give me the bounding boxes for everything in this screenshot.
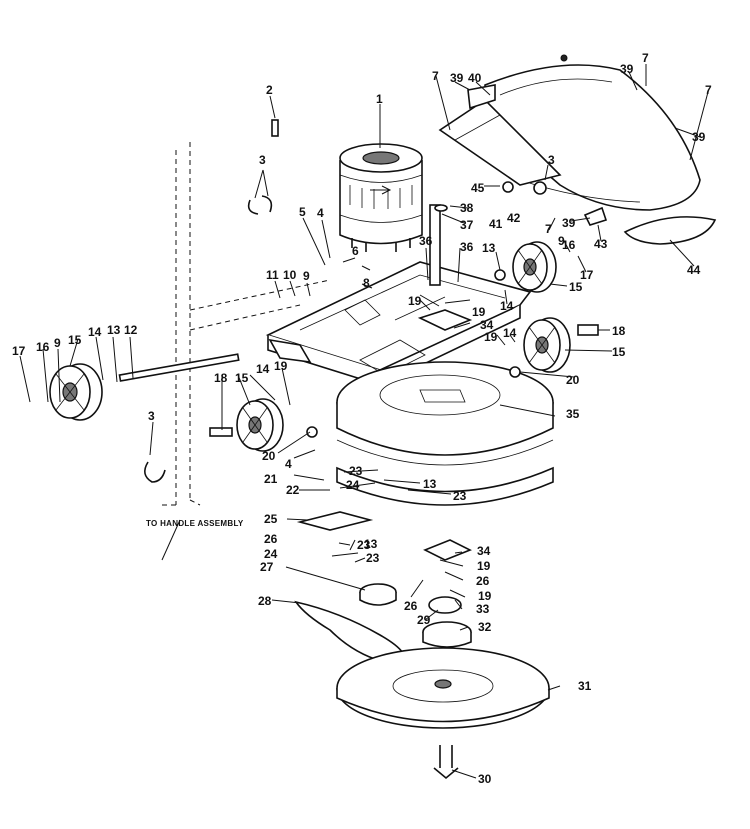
blade — [336, 647, 550, 729]
part-label-31: 31 — [578, 679, 592, 693]
part-label-2: 2 — [266, 83, 273, 97]
part-label-14: 14 — [88, 325, 102, 339]
part-label-28: 28 — [258, 594, 272, 608]
part-label-42: 42 — [507, 211, 521, 225]
part-label-30: 30 — [478, 772, 492, 786]
part-label-40: 40 — [468, 71, 482, 85]
part-label-4: 4 — [317, 206, 324, 220]
part-label-7: 7 — [545, 222, 552, 236]
part-label-33: 33 — [476, 602, 490, 616]
part-label-23: 23 — [453, 489, 467, 503]
part-label-16: 16 — [562, 238, 576, 252]
part-label-3: 3 — [259, 153, 266, 167]
part-label-39: 39 — [620, 62, 634, 76]
part-label-41: 41 — [489, 217, 503, 231]
part-label-15: 15 — [569, 280, 583, 294]
part-label-14: 14 — [500, 299, 514, 313]
part-label-7: 7 — [642, 51, 649, 65]
part-label-36: 36 — [419, 234, 433, 248]
part-label-32: 32 — [478, 620, 492, 634]
part-label-3: 3 — [148, 409, 155, 423]
part-label-16: 16 — [36, 340, 50, 354]
part-label-17: 17 — [12, 344, 26, 358]
part-label-20: 20 — [566, 373, 580, 387]
part-label-9: 9 — [558, 234, 565, 248]
part-label-9: 9 — [303, 269, 310, 283]
part-label-39: 39 — [450, 71, 464, 85]
part-label-11: 11 — [266, 268, 279, 282]
part-label-24: 24 — [346, 478, 360, 492]
wheel-left — [49, 353, 240, 421]
part-label-19: 19 — [472, 305, 486, 319]
part-label-14: 14 — [256, 362, 270, 376]
part-label-19: 19 — [477, 559, 491, 573]
part-label-23: 23 — [357, 538, 371, 552]
part-label-1: 1 — [376, 92, 383, 106]
part-label-14: 14 — [503, 326, 517, 340]
part-label-39: 39 — [692, 130, 706, 144]
part-label-34: 34 — [480, 318, 494, 332]
part-label-18: 18 — [612, 324, 626, 338]
part-label-5: 5 — [299, 205, 306, 219]
part-label-29: 29 — [417, 613, 431, 627]
wheel-right-lower — [523, 317, 571, 373]
part-label-13: 13 — [107, 323, 121, 337]
seal-strip — [623, 216, 717, 245]
hardware — [144, 119, 608, 483]
part-label-4: 4 — [285, 457, 292, 471]
part-label-19: 19 — [274, 359, 288, 373]
handle-frame — [160, 142, 331, 561]
part-label-37: 37 — [460, 218, 474, 232]
part-label-13: 13 — [364, 537, 378, 551]
part-label-44: 44 — [687, 263, 701, 277]
part-label-12: 12 — [124, 323, 138, 337]
wheel-right-upper — [512, 241, 557, 293]
part-label-21: 21 — [264, 472, 278, 486]
cover-housing — [438, 54, 701, 211]
part-label-9: 9 — [54, 336, 61, 350]
part-label-19: 19 — [484, 330, 498, 344]
part-label-8: 8 — [363, 276, 370, 290]
part-label-24: 24 — [264, 547, 278, 561]
deck — [336, 361, 554, 506]
part-label-15: 15 — [68, 333, 82, 347]
part-label-36: 36 — [460, 240, 474, 254]
part-label-45: 45 — [471, 181, 485, 195]
part-label-43: 43 — [594, 237, 608, 251]
part-label-6: 6 — [352, 244, 359, 258]
part-label-23: 23 — [349, 464, 363, 478]
handle-assembly-note: TO HANDLE ASSEMBLY — [146, 519, 244, 528]
part-label-34: 34 — [477, 544, 491, 558]
part-label-15: 15 — [235, 371, 249, 385]
part-label-7: 7 — [432, 69, 439, 83]
part-label-26: 26 — [476, 574, 490, 588]
part-label-38: 38 — [460, 201, 474, 215]
part-label-10: 10 — [283, 268, 297, 282]
part-label-22: 22 — [286, 483, 300, 497]
part-labels: 1 2 3 3 3 4 4 5 6 7 7 7 7 8 9 9 9 10 11 … — [12, 51, 712, 786]
part-label-26: 26 — [404, 599, 418, 613]
part-label-20: 20 — [262, 449, 276, 463]
part-label-27: 27 — [260, 560, 274, 574]
motor — [339, 143, 423, 252]
part-label-17: 17 — [580, 268, 594, 282]
part-label-39: 39 — [562, 216, 576, 230]
part-label-19: 19 — [478, 589, 492, 603]
part-label-26: 26 — [264, 532, 278, 546]
part-label-15: 15 — [612, 345, 626, 359]
part-label-13: 13 — [423, 477, 437, 491]
part-label-23: 23 — [366, 551, 380, 565]
part-label-18: 18 — [214, 371, 228, 385]
part-label-19: 19 — [408, 294, 422, 308]
part-label-25: 25 — [264, 512, 278, 526]
part-label-3: 3 — [548, 153, 555, 167]
lower-assembly — [294, 511, 472, 666]
blade-bolt — [433, 745, 459, 780]
part-label-7: 7 — [705, 83, 712, 97]
leader-lines — [19, 64, 709, 779]
part-label-13: 13 — [482, 241, 496, 255]
part-label-35: 35 — [566, 407, 580, 421]
wheel-mid-left — [236, 398, 284, 452]
